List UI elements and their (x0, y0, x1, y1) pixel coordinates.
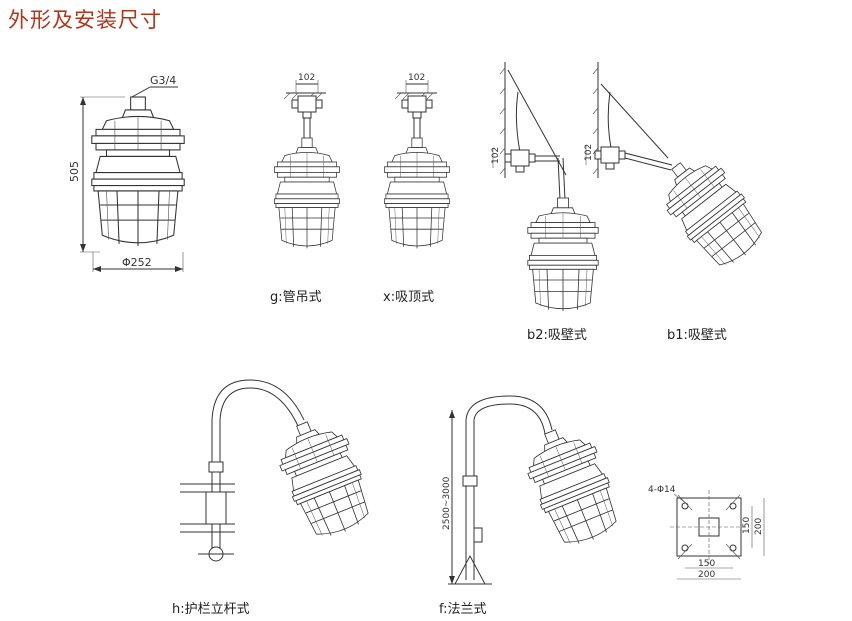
flange-holes-label: 4-Φ14 (648, 485, 676, 495)
main-lamp-drawing: G3/4 505 Φ252 (68, 74, 185, 272)
thread-label: G3/4 (150, 74, 176, 87)
caption-b2: b2:吸壁式 (527, 328, 587, 343)
wall-mount-b2-drawing: 102 (491, 62, 599, 312)
flange-outer-w-label: 200 (698, 570, 715, 580)
pole-height-label: 2500~3000 (442, 476, 452, 530)
x-width-label: 102 (408, 73, 425, 83)
caption-g: g:管吊式 (270, 290, 322, 305)
pendant-mount-drawing: 102 (274, 73, 340, 249)
caption-f: f:法兰式 (439, 602, 487, 617)
caption-h: h:护栏立杆式 (172, 602, 250, 617)
diameter-label: Φ252 (122, 256, 152, 269)
flange-plate-drawing: 4-Φ14 150 200 150 200 (648, 485, 765, 580)
caption-b1: b1:吸壁式 (667, 328, 727, 343)
wall-mount-b1-drawing: 102 (584, 62, 774, 277)
ceiling-mount-drawing: 102 (384, 73, 450, 249)
caption-x: x:吸顶式 (383, 290, 435, 305)
flange-inner-h-label: 150 (742, 517, 752, 534)
flange-outer-h-label: 200 (754, 518, 764, 535)
g-width-label: 102 (298, 73, 315, 83)
flange-inner-w-label: 150 (698, 559, 715, 569)
b2-small-label: 102 (491, 147, 501, 164)
height-label: 505 (68, 161, 81, 182)
page-title: 外形及安装尺寸 (8, 8, 162, 32)
b1-small-label: 102 (584, 144, 594, 161)
guardrail-pole-drawing (180, 379, 380, 562)
flange-pole-drawing: 2500~3000 (442, 395, 628, 585)
